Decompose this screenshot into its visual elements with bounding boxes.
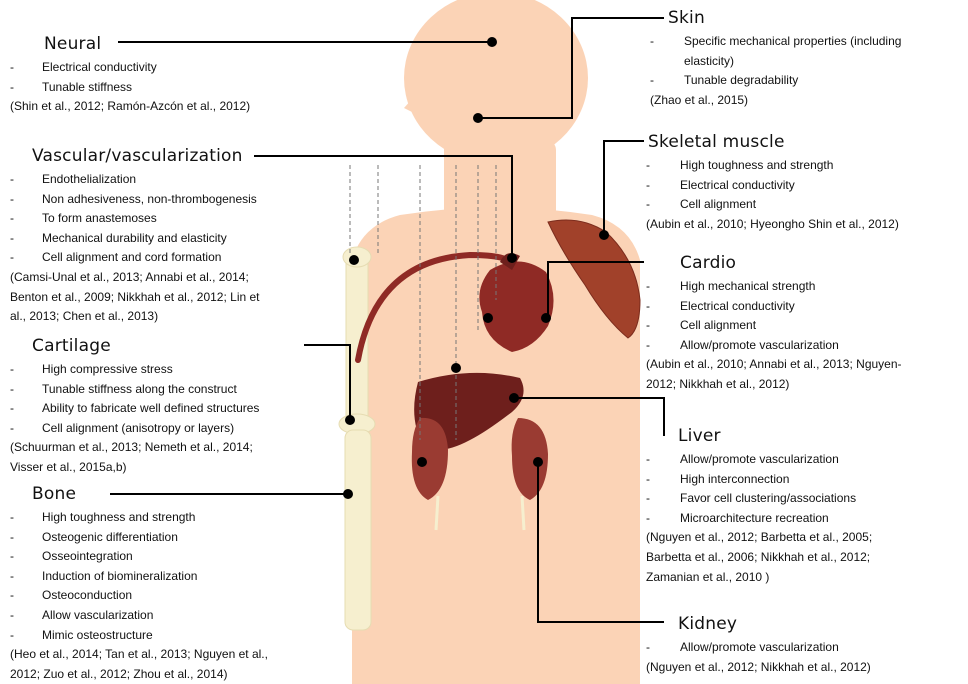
liver-right-dot [509, 393, 519, 403]
kidney-title: Kidney [678, 614, 871, 634]
bone-refs: (Heo et al., 2014; Tan et al., 2013; Ngu… [10, 645, 268, 684]
list-item: Allow vascularization [10, 606, 268, 626]
kidney-refs: (Nguyen et al., 2012; Nikkhah et al., 20… [646, 658, 871, 678]
list-item: Non adhesiveness, non-thrombogenesis [10, 190, 260, 210]
vascular-refs: (Camsi-Unal et al., 2013; Annabi et al.,… [10, 268, 260, 327]
list-item: Cell alignment [646, 195, 899, 215]
list-item: Mimic osteostructure [10, 626, 268, 646]
cardio-refs: (Aubin et al., 2010; Annabi et al., 2013… [646, 355, 902, 394]
kidney-list: Allow/promote vascularization [646, 638, 871, 658]
cartilage-dot [345, 415, 355, 425]
cardio-section: Cardio High mechanical strength Electric… [646, 253, 902, 395]
list-item: High toughness and strength [646, 156, 899, 176]
skeletal-muscle-section: Skeletal muscle High toughness and stren… [646, 132, 899, 234]
skeletal-dot [599, 230, 609, 240]
liver-section: Liver Allow/promote vascularization High… [646, 426, 872, 587]
bone-list: High toughness and strength Osteogenic d… [10, 508, 268, 645]
neural-dot [487, 37, 497, 47]
liver-refs: (Nguyen et al., 2012; Barbetta et al., 2… [646, 528, 872, 587]
liver-list: Allow/promote vascularization High inter… [646, 450, 872, 528]
vascular-section: Vascular/vascularization Endothelializat… [10, 146, 260, 327]
cardio-dot [541, 313, 551, 323]
vascular-dot [507, 253, 517, 263]
cartilage-title: Cartilage [32, 336, 259, 356]
list-item: Cell alignment and cord formation [10, 248, 260, 268]
skin-refs: (Zhao et al., 2015) [650, 91, 901, 111]
list-item: Electrical conductivity [646, 297, 902, 317]
list-item: Mechanical durability and elasticity [10, 229, 260, 249]
cardio-title: Cardio [680, 253, 902, 273]
skin-dot [473, 113, 483, 123]
cardio-list: High mechanical strength Electrical cond… [646, 277, 902, 355]
list-item: Cell alignment [646, 316, 902, 336]
neural-title: Neural [44, 34, 250, 54]
skeletal-muscle-list: High toughness and strength Electrical c… [646, 156, 899, 215]
bone-top-dot [349, 255, 359, 265]
liver-title: Liver [678, 426, 872, 446]
list-item: Endothelialization [10, 170, 260, 190]
vascular-title: Vascular/vascularization [32, 146, 260, 166]
vascular-list: Endothelialization Non adhesiveness, non… [10, 170, 260, 268]
kidney-right-dot [533, 457, 543, 467]
vessel-dot [483, 313, 493, 323]
list-item: Electrical conductivity [646, 176, 899, 196]
list-item: Cell alignment (anisotropy or layers) [10, 419, 259, 439]
list-item: Tunable degradability [650, 71, 901, 91]
list-item: Ability to fabricate well defined struct… [10, 399, 259, 419]
skeletal-connector [604, 141, 644, 235]
neural-section: Neural Electrical conductivity Tunable s… [10, 34, 250, 117]
skin-title: Skin [668, 8, 901, 28]
list-item: Osseointegration [10, 547, 268, 567]
kidney-section: Kidney Allow/promote vascularization (Ng… [646, 614, 871, 677]
list-item: High interconnection [646, 470, 872, 490]
cartilage-connector [304, 345, 350, 420]
skeletal-muscle-refs: (Aubin et al., 2010; Hyeongho Shin et al… [646, 215, 899, 235]
neural-refs: (Shin et al., 2012; Ramón-Azcón et al., … [10, 97, 250, 117]
skin-section: Skin Specific mechanical properties (inc… [650, 8, 901, 110]
list-item: Tunable stiffness [10, 78, 250, 98]
list-item: Osteoconduction [10, 586, 268, 606]
list-item: Allow/promote vascularization [646, 336, 902, 356]
list-item: High mechanical strength [646, 277, 902, 297]
list-item: To form anastemoses [10, 209, 260, 229]
list-item: High compressive stress [10, 360, 259, 380]
skeletal-muscle-title: Skeletal muscle [648, 132, 899, 152]
list-item: Allow/promote vascularization [646, 638, 871, 658]
cartilage-list: High compressive stress Tunable stiffnes… [10, 360, 259, 438]
liver-dot [451, 363, 461, 373]
list-item: Specific mechanical properties (includin… [650, 32, 901, 71]
list-item: High toughness and strength [10, 508, 268, 528]
list-item: Allow/promote vascularization [646, 450, 872, 470]
bone-title: Bone [32, 484, 268, 504]
bone-dot [343, 489, 353, 499]
neural-list: Electrical conductivity Tunable stiffnes… [10, 58, 250, 97]
list-item: Favor cell clustering/associations [646, 489, 872, 509]
list-item: Electrical conductivity [10, 58, 250, 78]
kidney-left-dot [417, 457, 427, 467]
list-item: Tunable stiffness along the construct [10, 380, 259, 400]
list-item: Microarchitecture recreation [646, 509, 872, 529]
list-item: Osteogenic differentiation [10, 528, 268, 548]
list-item: Induction of biomineralization [10, 567, 268, 587]
skin-list: Specific mechanical properties (includin… [650, 32, 901, 91]
cartilage-refs: (Schuurman et al., 2013; Nemeth et al., … [10, 438, 259, 477]
bone-section: Bone High toughness and strength Osteoge… [10, 484, 268, 684]
cartilage-section: Cartilage High compressive stress Tunabl… [10, 336, 259, 478]
